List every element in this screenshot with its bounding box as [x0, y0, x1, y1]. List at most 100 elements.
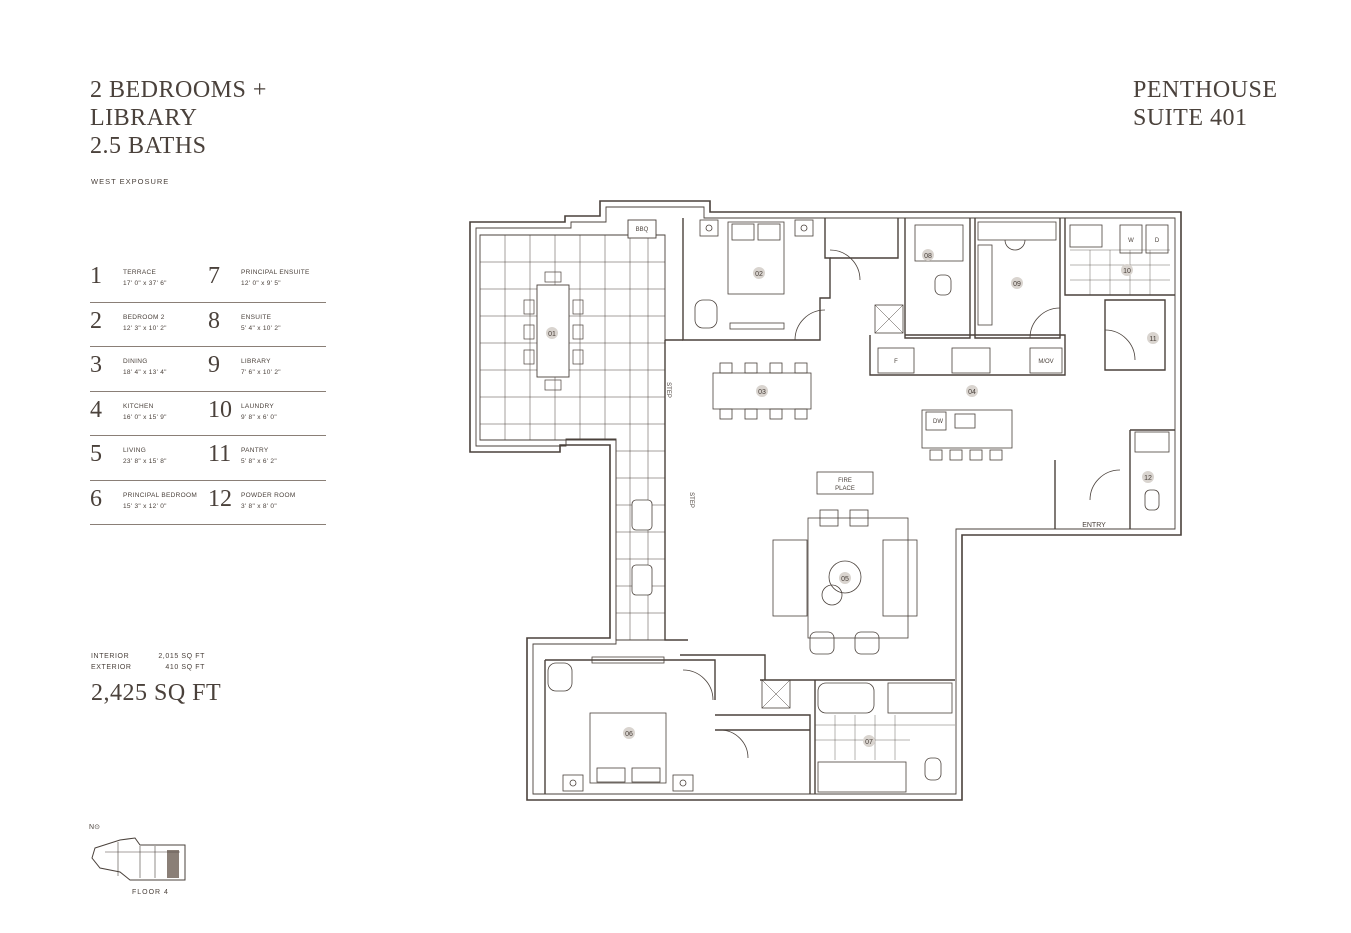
microwave-oven	[1029, 347, 1063, 374]
toilet	[934, 274, 952, 296]
library-desk	[977, 221, 1057, 241]
exterior-label: EXTERIOR	[91, 664, 132, 671]
lounge-chair	[631, 564, 653, 596]
principal-ensuite-wall	[760, 679, 955, 794]
room-marker	[966, 385, 978, 397]
door-swing	[1029, 307, 1061, 339]
terrace-chair	[523, 299, 535, 315]
coffee-table	[828, 560, 862, 594]
principal-bed	[589, 712, 667, 784]
legend-dimensions: 12' 3" x 10' 2"	[123, 324, 167, 332]
washer	[1119, 224, 1143, 254]
washer-label: W	[1128, 238, 1134, 244]
bathtub	[817, 682, 875, 714]
walk-in-closet-wall	[715, 714, 811, 794]
legend-name: PANTRY	[241, 447, 269, 454]
outer-wall-inner-line	[475, 206, 1176, 795]
dining-chair	[744, 408, 758, 420]
label-10: 10	[1123, 268, 1131, 275]
terrace-tile-columns	[504, 235, 649, 640]
side-table	[821, 584, 843, 606]
label-05: 05	[841, 576, 849, 583]
dining-chair	[794, 362, 808, 374]
terrace-chair	[523, 349, 535, 365]
bbq-label: BBQ	[636, 227, 649, 233]
kitchen-counter-wall	[869, 334, 1066, 376]
pantry-wall	[1104, 299, 1166, 371]
key-plan	[91, 837, 186, 881]
legend-dimensions: 23' 8" x 15' 8"	[123, 458, 167, 465]
suite-title: PENTHOUSE SUITE 401	[1133, 76, 1278, 132]
shower-x-icon	[761, 679, 791, 709]
bedroom2-bed	[727, 221, 785, 295]
legend-number: 9	[208, 352, 220, 378]
legend-dimensions: 12' 0" x 9' 5"	[241, 280, 281, 287]
legend-name: ENSUITE	[241, 313, 272, 321]
terrace-chair	[544, 271, 562, 283]
laundry-wall	[1064, 218, 1175, 296]
legend-dimensions: 3' 8" x 8' 0"	[241, 502, 277, 510]
furniture	[547, 219, 1170, 793]
fireplace-label-2: PLACE	[835, 486, 855, 492]
dishwasher-label: DW	[933, 419, 943, 425]
door-swing	[794, 309, 826, 341]
stool	[989, 449, 1003, 461]
floor-label: FLOOR 4	[132, 889, 169, 896]
label-03: 03	[758, 389, 766, 396]
terrace-area	[479, 219, 666, 641]
door-swing	[719, 729, 749, 759]
nightstand	[562, 774, 584, 792]
north-indicator: N⊙	[89, 823, 100, 831]
legend-dimensions: 5' 4" x 10' 2"	[241, 324, 281, 332]
label-07: 07	[865, 739, 873, 746]
ottoman	[849, 509, 869, 527]
legend-name: KITCHEN	[123, 402, 154, 410]
legend-dimensions: 9' 8" x 6' 0"	[241, 413, 277, 421]
label-11: 11	[1149, 336, 1156, 343]
stool	[929, 449, 943, 461]
lamp-icon	[800, 224, 808, 232]
laundry-tile	[1070, 249, 1170, 295]
double-vanity	[817, 761, 907, 793]
room-marker	[753, 267, 765, 279]
title-line-3: 2.5 BATHS	[90, 133, 207, 159]
legend-number: 10	[208, 396, 232, 423]
island-sink	[954, 413, 976, 429]
legend-name: PRINCIPAL BEDROOM	[123, 491, 198, 499]
powder-vanity	[1134, 431, 1170, 453]
dining-chair	[719, 408, 733, 420]
legend-number: 5	[90, 441, 102, 467]
lamp-icon	[705, 224, 713, 232]
dryer-label: D	[1155, 238, 1160, 244]
bbq-unit	[627, 219, 657, 239]
shower-x-icon	[874, 304, 904, 334]
powder-room-wall	[1129, 429, 1175, 529]
vanity	[914, 224, 964, 262]
legend-name: LAUNDRY	[241, 402, 275, 410]
terrace-tile-rows	[480, 261, 665, 614]
entry-label: ENTRY	[1082, 522, 1106, 529]
suite-line-1: PENTHOUSE	[1133, 77, 1278, 103]
terrace-chair	[572, 299, 584, 315]
north-label: N	[89, 824, 95, 831]
room-marker	[839, 572, 851, 584]
armchair	[547, 662, 573, 692]
fridge	[877, 347, 915, 374]
terrace-boundary	[479, 234, 666, 641]
nightstand	[699, 219, 719, 237]
lamp-icon	[569, 779, 577, 787]
key-plan-lines	[105, 842, 180, 878]
room-marker	[1121, 264, 1133, 276]
room-marker	[623, 727, 635, 739]
legend-dimensions: 15' 3" x 12' 0"	[123, 502, 167, 510]
kitchen-island	[921, 409, 1013, 449]
